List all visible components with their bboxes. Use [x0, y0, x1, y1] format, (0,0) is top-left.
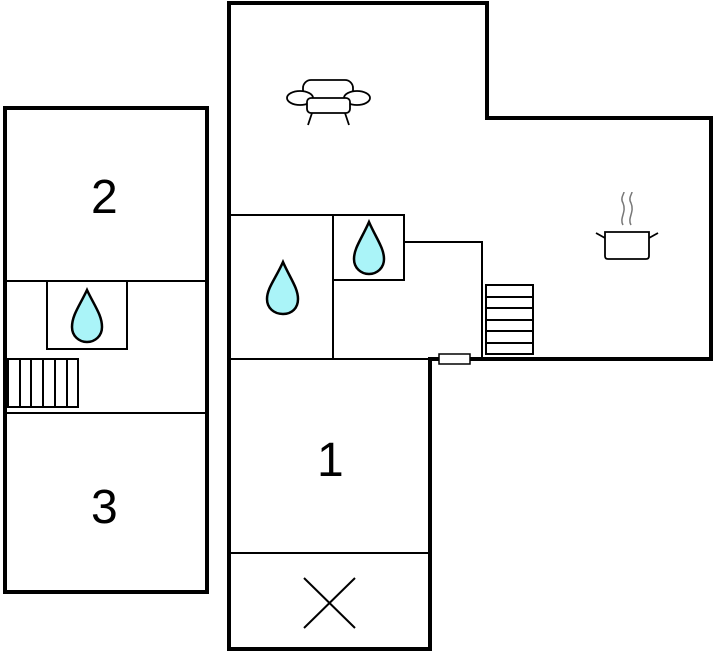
room-label-1: 1	[317, 434, 344, 487]
left-building	[3, 106, 209, 594]
terrace-x-icon	[303, 577, 356, 629]
stairs-icon	[485, 284, 534, 355]
bathroom	[332, 214, 405, 281]
bathroom	[46, 280, 128, 350]
main-building	[227, 1, 713, 651]
door-icon	[438, 353, 471, 365]
cooking-pot-icon	[595, 191, 659, 260]
water-drop-icon	[70, 287, 104, 344]
room-label-2: 2	[91, 171, 118, 224]
room-label-3: 3	[91, 481, 118, 534]
left-building-outline	[3, 106, 209, 594]
wall	[404, 241, 483, 359]
stairs-icon	[7, 358, 79, 408]
main-building-outline	[227, 1, 713, 651]
water-drop-icon	[265, 258, 300, 316]
water-drop-icon	[352, 218, 386, 276]
sofa-icon	[286, 79, 371, 126]
